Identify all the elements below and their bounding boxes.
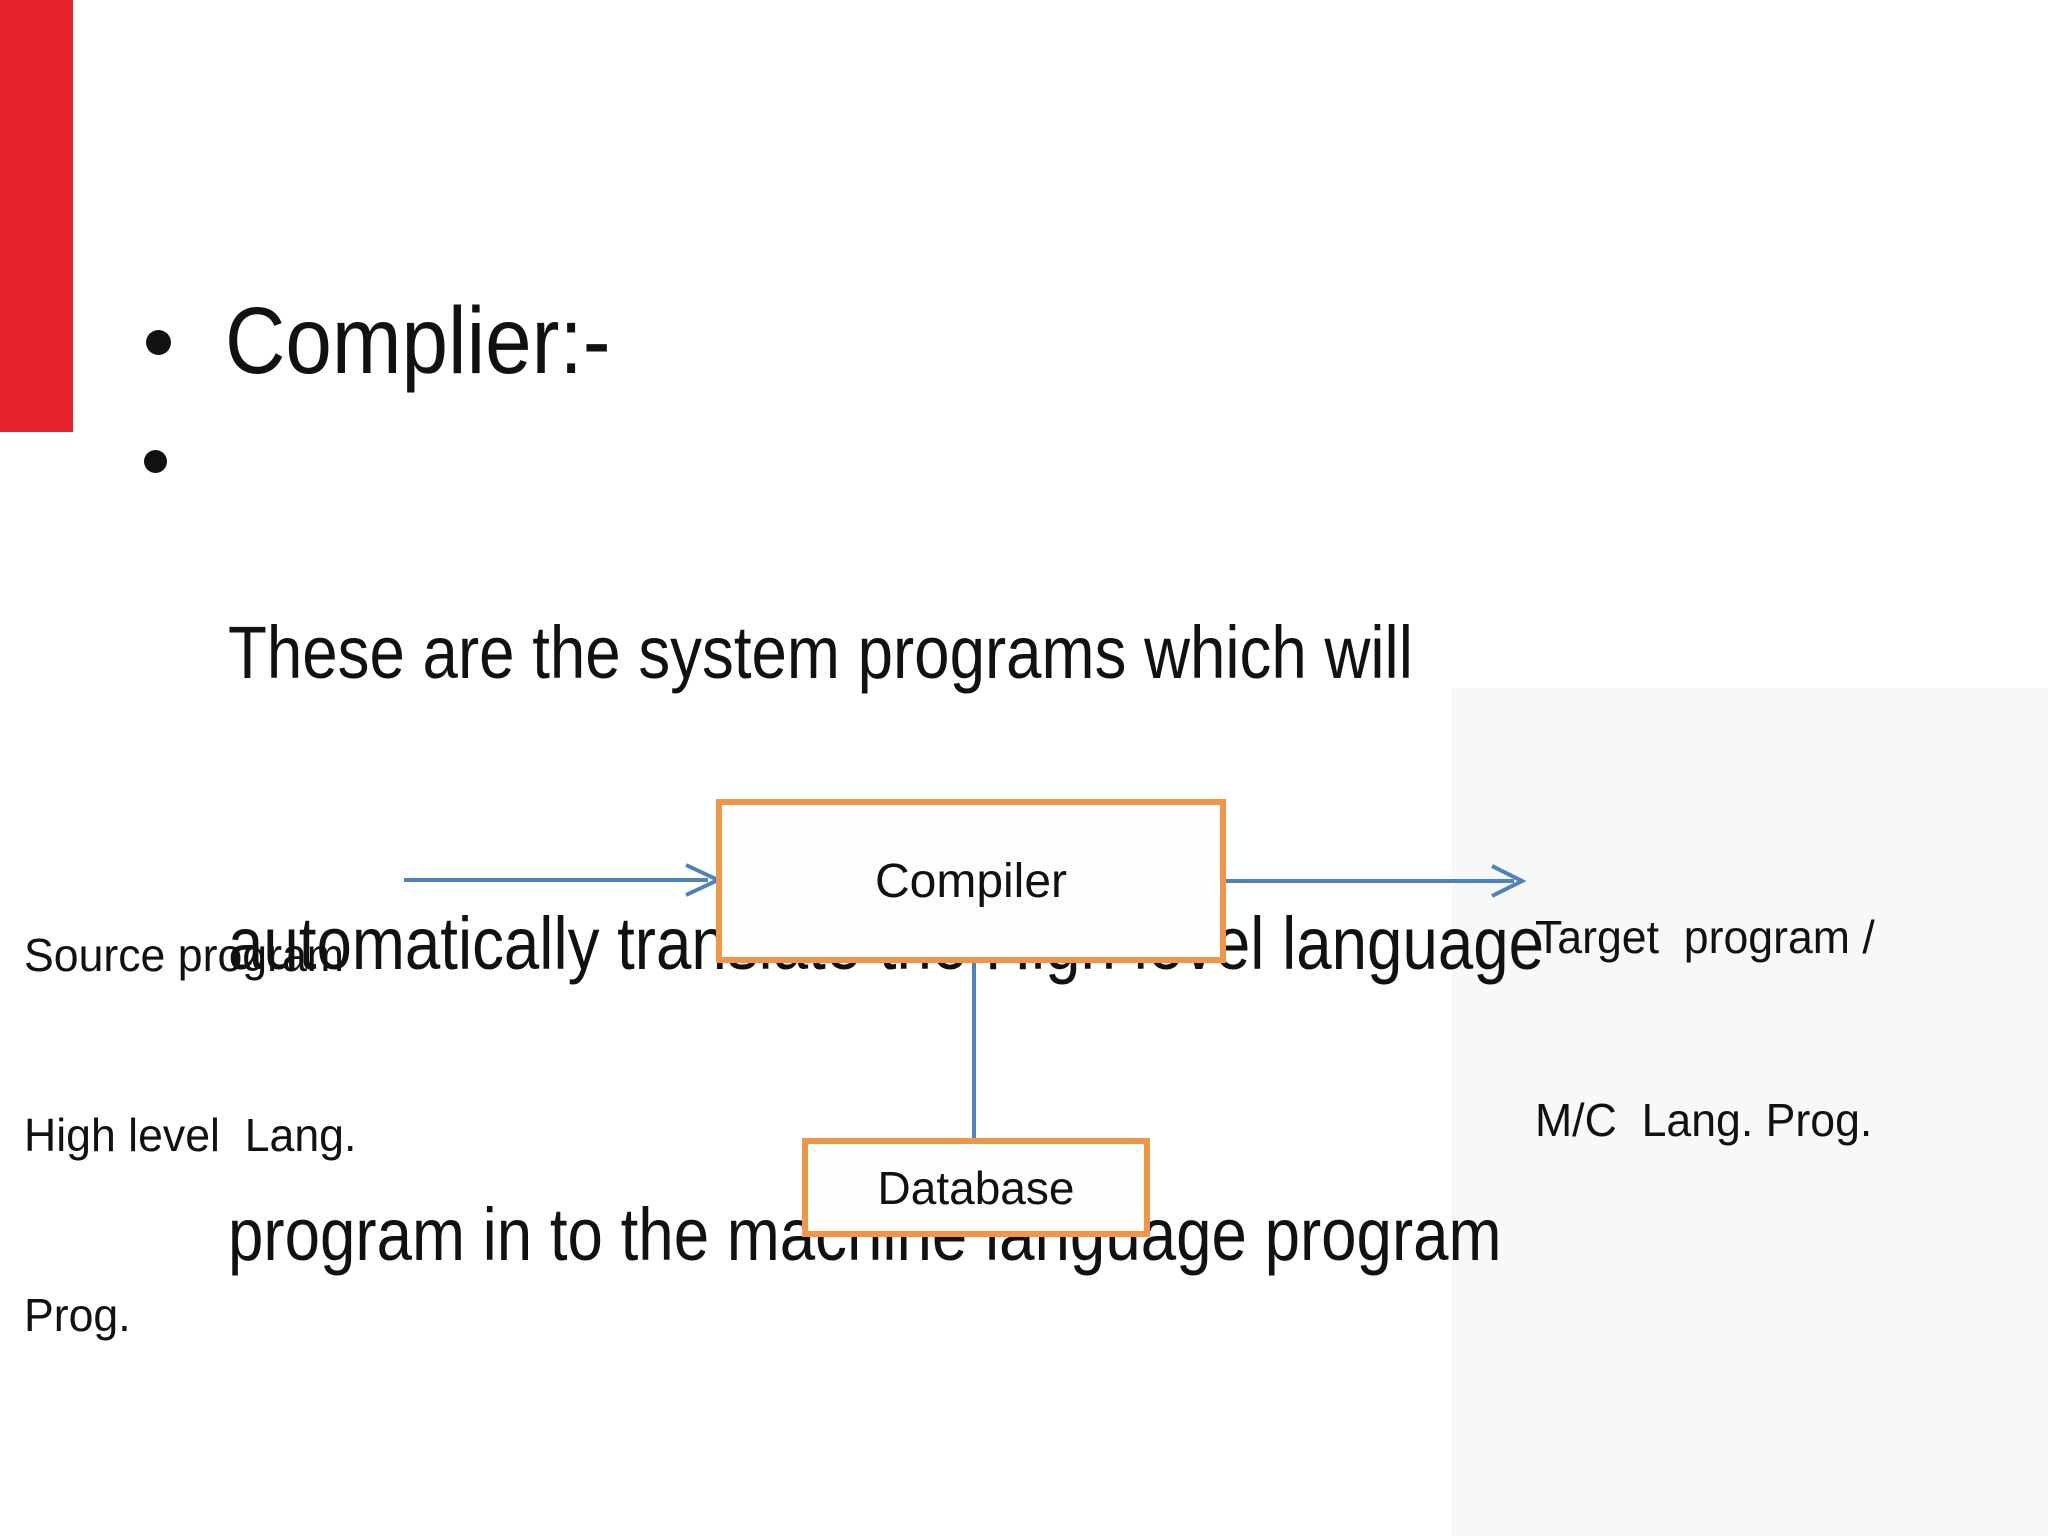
source-label-line: Prog.	[24, 1289, 131, 1341]
connector-compiler-to-database	[972, 963, 976, 1138]
target-program-label: Target program / M/C Lang. Prog.	[1535, 785, 1875, 1273]
source-label-line: Source program	[24, 929, 344, 981]
database-box-label: Database	[877, 1161, 1075, 1214]
target-label-line: M/C Lang. Prog.	[1535, 1094, 1873, 1146]
body-line: These are the system programs which will	[228, 611, 1413, 694]
arrow-compiler-to-target	[1226, 864, 1527, 898]
body-paragraph: These are the system programs which will…	[228, 410, 1544, 1477]
arrow-source-to-compiler	[404, 863, 723, 897]
background-tint	[1452, 688, 2048, 1536]
target-label-line: Target program /	[1535, 911, 1875, 963]
slide-title: Complier:-	[225, 288, 611, 394]
red-accent-bar	[0, 0, 73, 432]
title-bullet-icon	[146, 330, 171, 355]
compiler-box-label: Compiler	[874, 854, 1068, 908]
body-bullet-icon	[144, 450, 167, 473]
database-box: Database	[802, 1138, 1150, 1237]
source-label-line: High level Lang.	[24, 1109, 357, 1161]
compiler-box: Compiler	[716, 799, 1226, 963]
source-program-label: Source program High level Lang. Prog.	[24, 805, 356, 1465]
